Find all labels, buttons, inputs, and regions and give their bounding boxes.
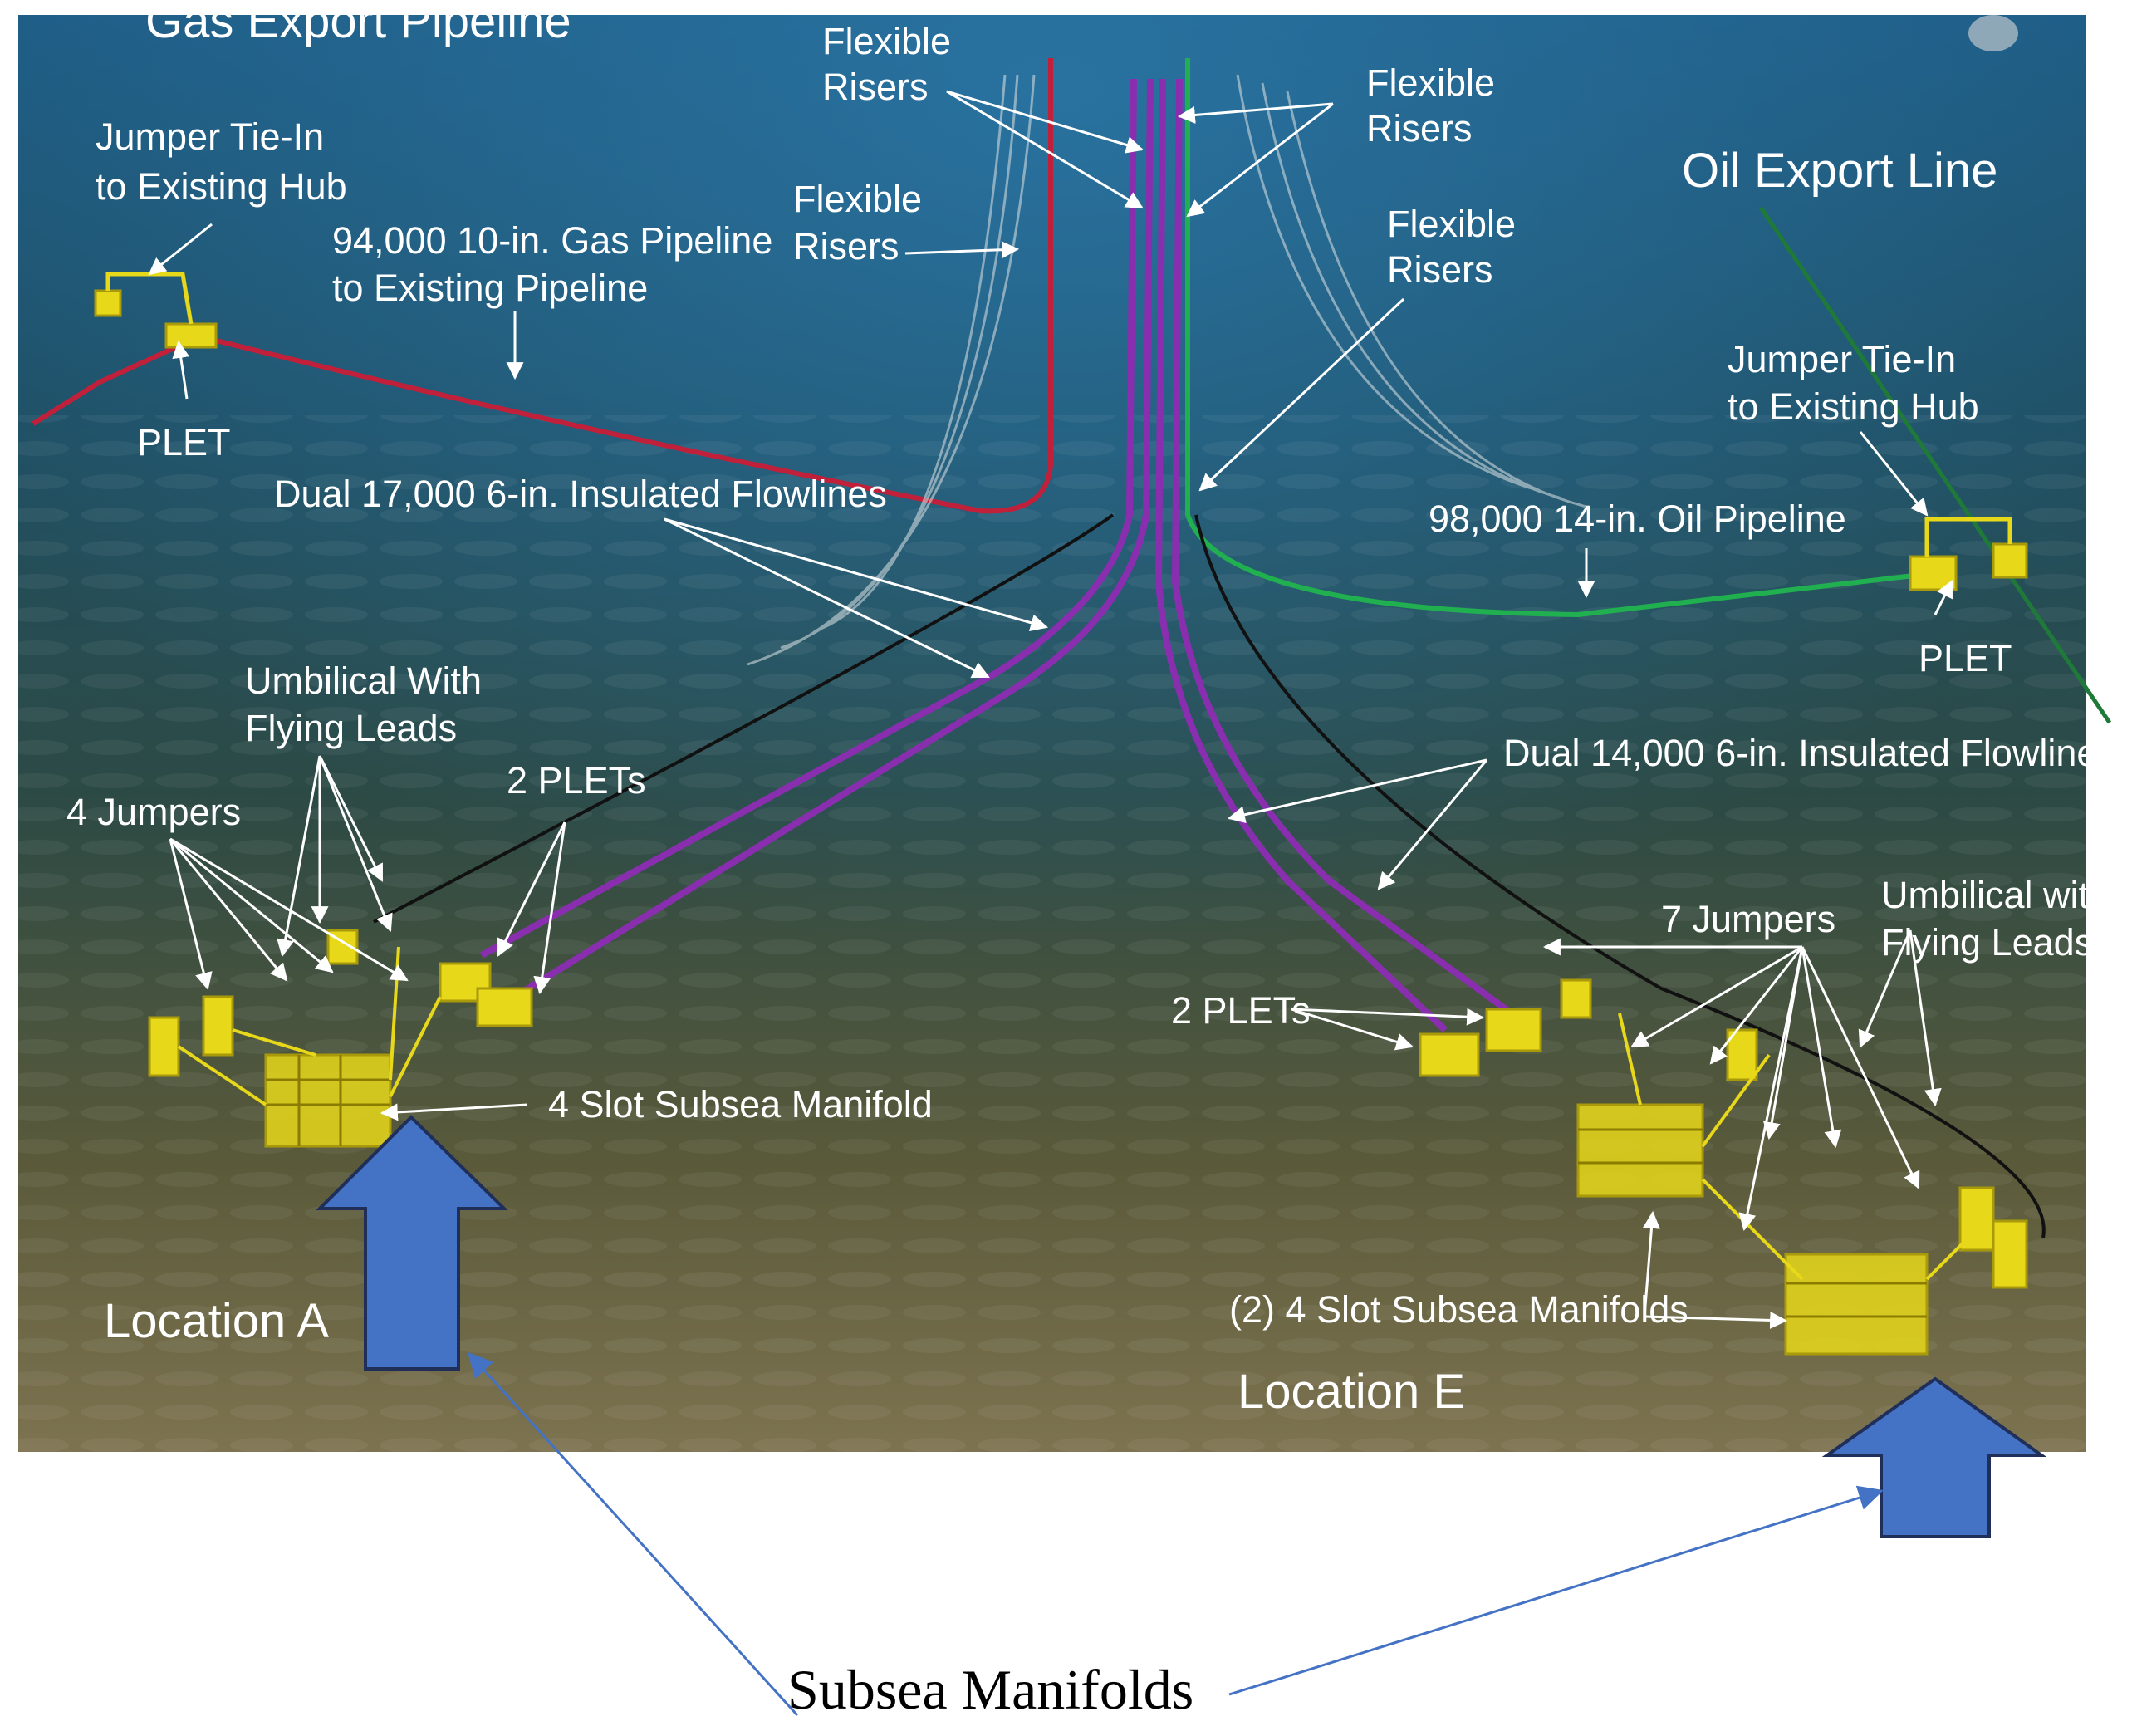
label-umbilical-right-1: Umbilical with xyxy=(1881,874,2110,916)
flowline-e-2 xyxy=(1171,78,1514,1017)
gas-pipeline xyxy=(32,58,1053,514)
umbilical-e xyxy=(1194,514,2046,1238)
manifold-e-1 xyxy=(1576,1103,1704,1198)
label-2-plets-right: 2 PLETs xyxy=(1171,989,1311,1032)
pipelines xyxy=(32,58,2112,1238)
flexible-risers-right xyxy=(1236,74,1587,508)
label-flexible-risers-left-1: Flexible xyxy=(793,178,922,220)
label-flexible-risers-right-2: Risers xyxy=(1366,107,1473,150)
plet-a-2 xyxy=(476,987,533,1027)
label-jumper-tie-in-right-2: to Existing Hub xyxy=(1728,385,1979,428)
oil-export-line xyxy=(1758,206,2112,724)
label-gas-pipeline-2: to Existing Pipeline xyxy=(332,267,648,309)
manifold-e-2 xyxy=(1784,1253,1929,1356)
block-arrow-left xyxy=(316,1115,508,1371)
label-plet-left: PLET xyxy=(137,421,231,463)
blue-block-arrows xyxy=(316,1115,2047,1538)
flexible-risers-left xyxy=(747,74,1036,666)
wellhead-e-1 xyxy=(1560,978,1592,1019)
label-4-slot-manifold: 4 Slot Subsea Manifold xyxy=(548,1083,933,1125)
plet-e-1 xyxy=(1419,1032,1480,1077)
label-jumper-tie-in-right-1: Jumper Tie-In xyxy=(1728,338,1956,380)
label-dual-17000: Dual 17,000 6-in. Insulated Flowlines xyxy=(274,473,887,515)
label-location-a: Location A xyxy=(104,1294,329,1348)
wellhead-e-4 xyxy=(1992,1219,2028,1289)
label-flexible-risers-mid-1: Flexible xyxy=(1387,203,1516,245)
flowline-a-1 xyxy=(480,78,1137,959)
label-flexible-risers-mid-2: Risers xyxy=(1387,248,1493,291)
label-plet-right: PLET xyxy=(1919,637,2012,679)
oil-pipeline xyxy=(1185,58,1936,618)
label-2-plets-left: 2 PLETs xyxy=(507,759,646,802)
label-4-jumpers: 4 Jumpers xyxy=(66,791,241,833)
label-flexible-risers-left-2: Risers xyxy=(793,225,899,267)
label-dual-14000: Dual 14,000 6-in. Insulated Flowlines xyxy=(1503,732,2116,774)
wellhead-e-2 xyxy=(1726,1028,1758,1081)
manifold-a xyxy=(264,1053,392,1148)
wellhead-a-1 xyxy=(148,1016,180,1077)
flowline-a-2 xyxy=(512,78,1154,1000)
equipment xyxy=(94,272,2028,1356)
label-location-e: Location E xyxy=(1238,1365,1465,1419)
wellhead-a-2 xyxy=(202,995,234,1057)
label-jumper-tie-in-left-2: to Existing Hub xyxy=(96,165,347,208)
label-flexible-risers-top-2: Risers xyxy=(822,66,929,108)
label-gas-pipeline-1: 94,000 10-in. Gas Pipeline xyxy=(332,219,772,262)
label-umbilical-left-2: Flying Leads xyxy=(245,707,457,749)
block-arrow-right xyxy=(1821,1376,2047,1538)
label-gas-export: Gas Export Pipeline xyxy=(145,0,571,48)
caption-leaders xyxy=(467,1351,1884,1717)
label-2x4-slot-manifolds: (2) 4 Slot Subsea Manifolds xyxy=(1229,1288,1688,1331)
label-umbilical-left-1: Umbilical With xyxy=(245,660,482,702)
callout-arrows xyxy=(148,90,1953,1329)
plet-left-equipment xyxy=(94,289,122,317)
label-oil-export: Oil Export Line xyxy=(1682,144,1997,198)
caption-subsea-manifolds: Subsea Manifolds xyxy=(787,1658,1193,1721)
label-7-jumpers: 7 Jumpers xyxy=(1661,898,1835,940)
label-flexible-risers-right-1: Flexible xyxy=(1366,61,1495,104)
flowline-e-1 xyxy=(1154,78,1448,1032)
label-umbilical-right-2: Flying Leads xyxy=(1881,921,2093,964)
label-jumper-tie-in-left-1: Jumper Tie-In xyxy=(96,115,324,158)
label-flexible-risers-top-1: Flexible xyxy=(822,20,951,62)
label-oil-pipeline: 98,000 14-in. Oil Pipeline xyxy=(1429,498,1846,540)
plet-e-2 xyxy=(1485,1008,1542,1052)
scene-labels: Gas Export Pipeline Jumper Tie-In to Exi… xyxy=(66,0,2116,1419)
umbilical-a xyxy=(373,513,1115,924)
